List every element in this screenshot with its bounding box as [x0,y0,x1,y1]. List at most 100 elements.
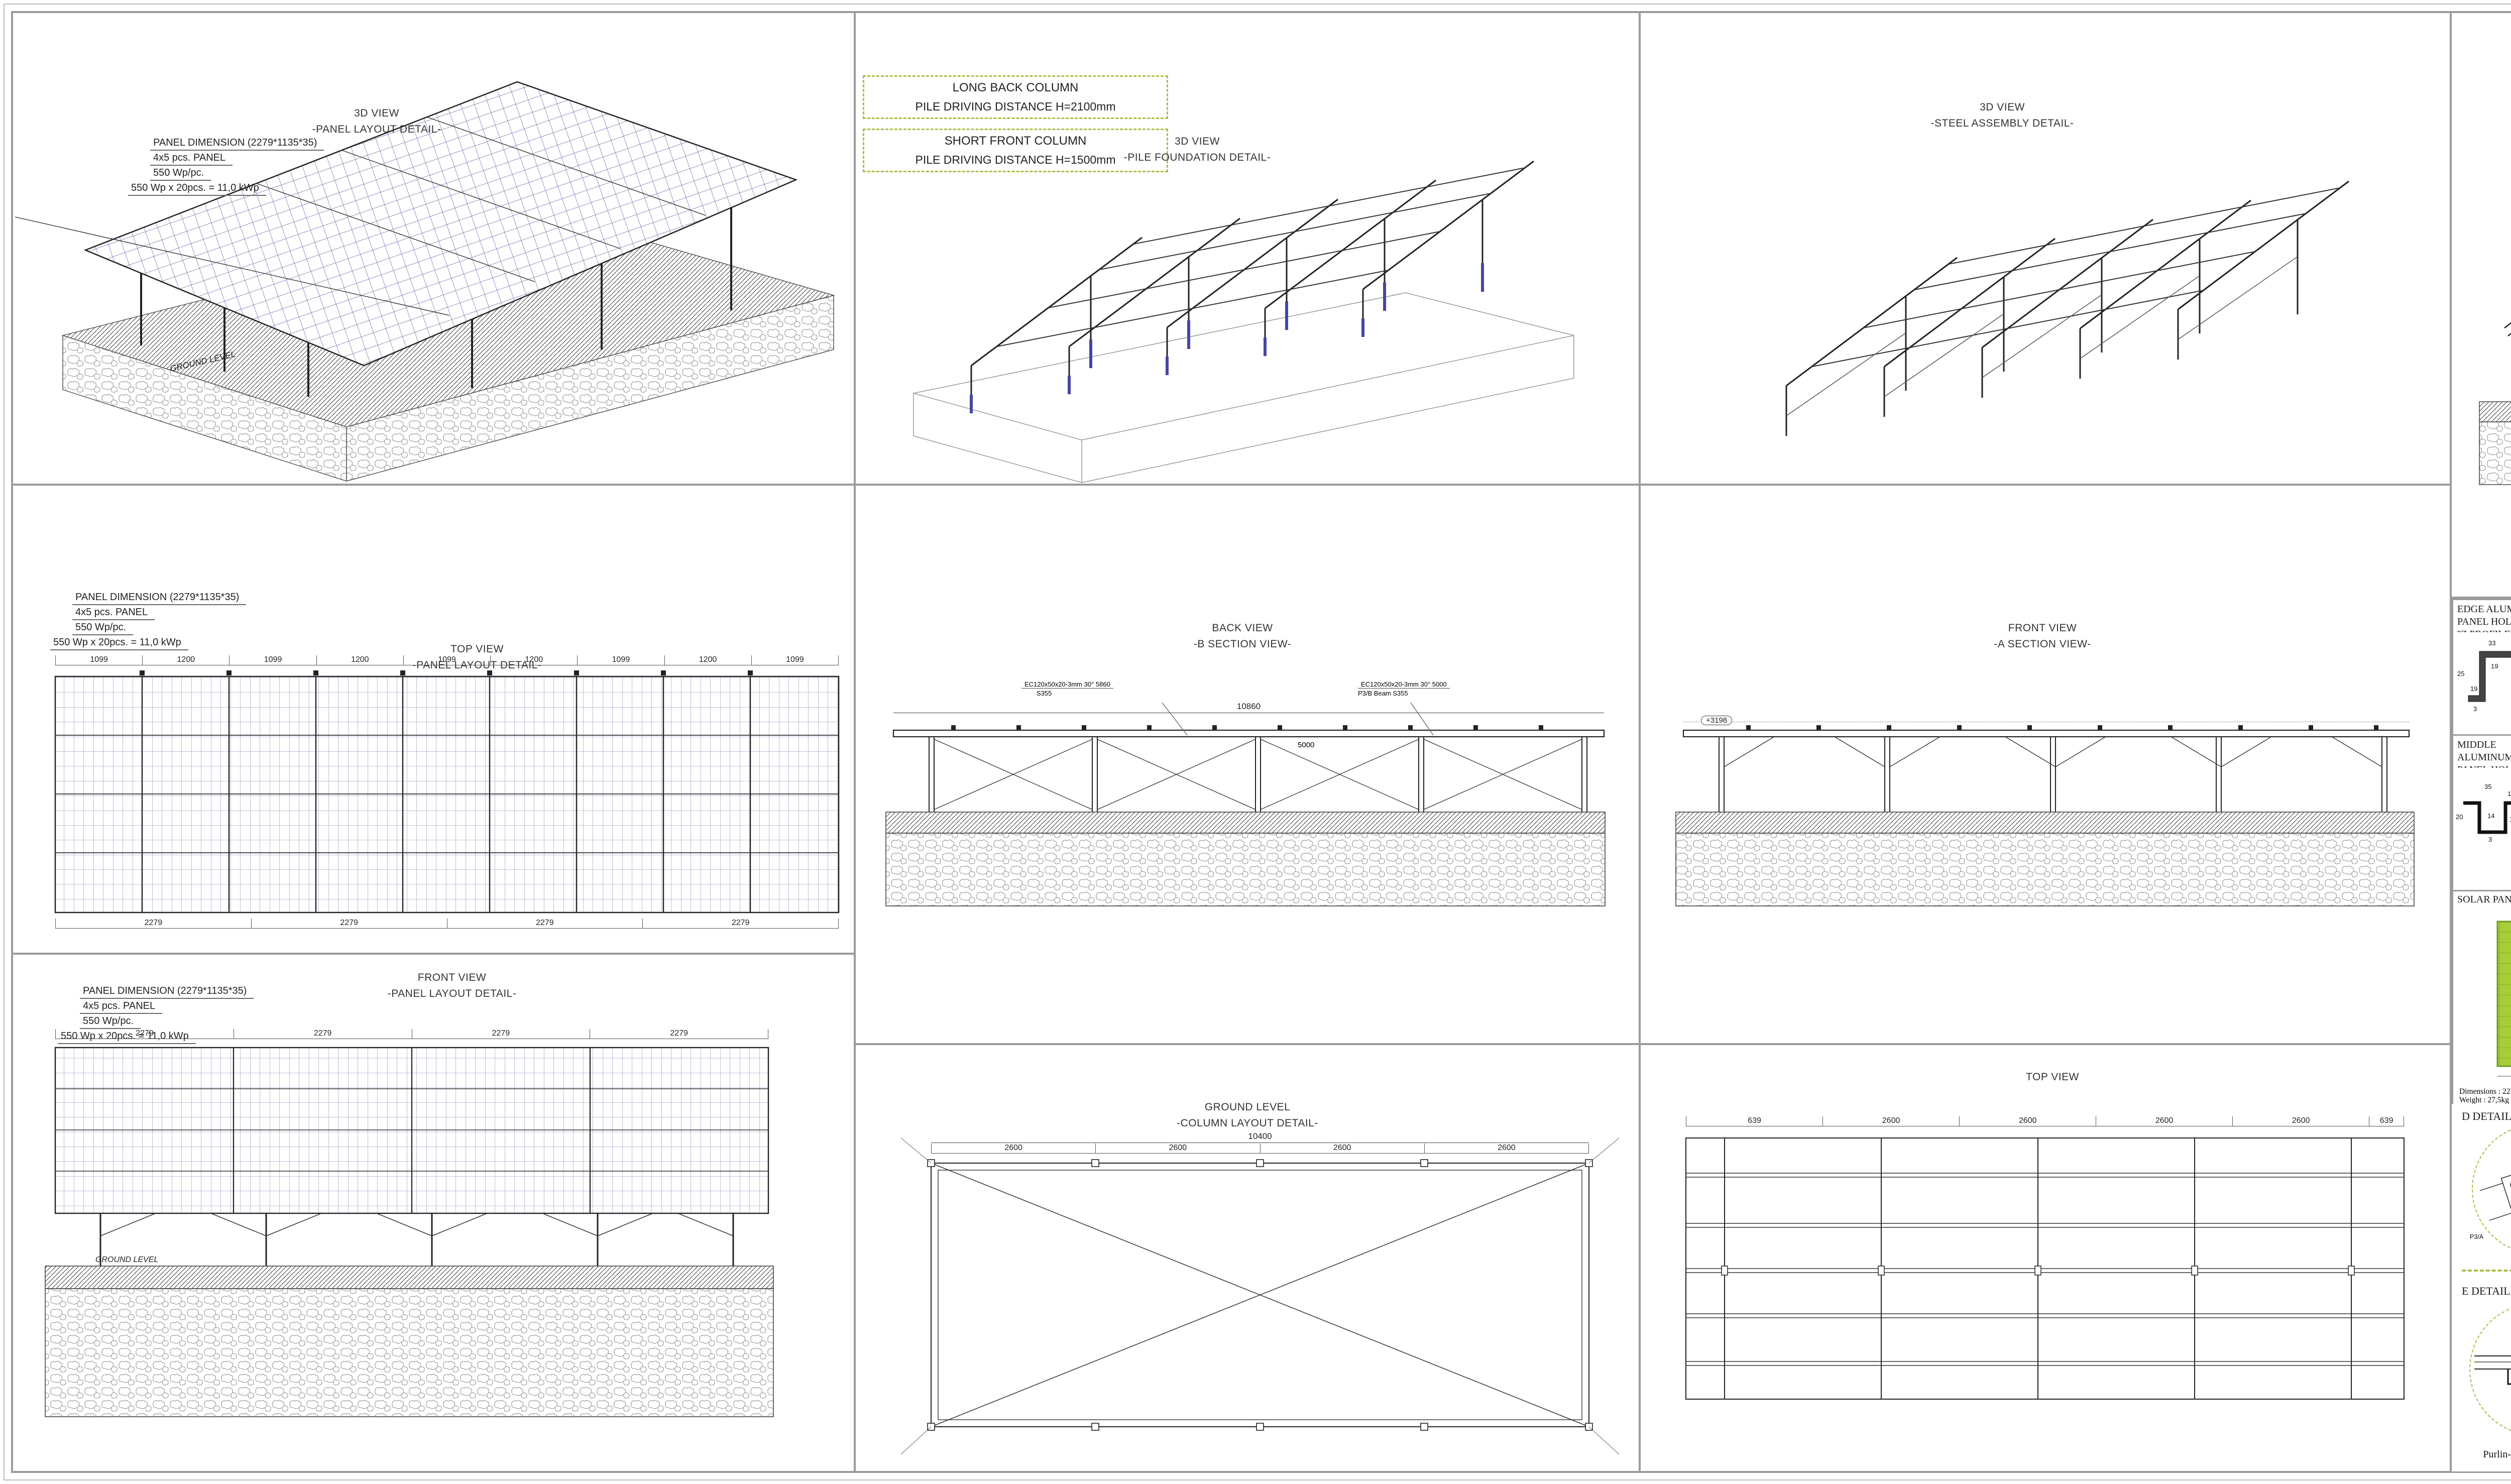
dimension-label: 2600 [2232,1116,2369,1126]
detail-cell-z-profile: 33 25 19 3 19 3 33 70 25 P9 [2452,632,2511,736]
divider [2450,12,2452,1472]
elevation-tag: +3198 [1701,716,1733,725]
viewport-top-panel-layout: TOP VIEW -PANEL LAYOUT DETAIL- PANEL DIM… [15,486,854,953]
viewport-ground-column-layout: GROUND LEVEL -COLUMN LAYOUT DETAIL- 1040… [856,1045,1639,1472]
dimension-label: 2600 [1424,1144,1589,1154]
divider [2450,597,2511,599]
dimension-label: 1200 [316,655,403,665]
dim: 3 [2488,836,2492,843]
detail-separator [2462,1270,2511,1272]
dim: 3 [2473,705,2477,713]
dimension-label: 2600 [1095,1144,1260,1154]
panel-dimensions-note: Dimensions : 2279mm x 1134mm x 35mm [2459,1087,2511,1096]
dim: 19 [2470,685,2478,693]
viewport-front-section: FRONT VIEW -A SECTION VIEW- +3198 [1641,486,2450,1043]
dimension-label: 1099 [55,655,143,665]
side-view-drawing: 30° [2479,322,2511,485]
dimension-label: 2600 [2096,1116,2233,1126]
dimension-label: 2279 [55,1029,234,1039]
bay-dimension: 5000 [1298,741,1315,749]
e-detail-drawing [2474,1355,2511,1385]
viewport-title: FRONT VIEW -A SECTION VIEW- [1994,622,2091,650]
dim: 35 [2484,783,2492,790]
dimension-label: 1099 [403,655,491,665]
dimension-label: 639 [2369,1116,2404,1126]
column-layout-drawing [900,1137,1620,1455]
viewport-title: TOP VIEW [2026,1071,2079,1083]
total-dimension: 10400 [931,1131,1589,1143]
callout-line: PANEL DIMENSION (2279*1135*35) [150,136,324,151]
viewport-title: GROUND LEVEL -COLUMN LAYOUT DETAIL- [1177,1101,1318,1129]
back-view-drawing [885,702,1606,906]
solar-panel-drawing [2496,921,2511,1077]
ground-level-label: GROUND LEVEL [95,1255,158,1264]
detail-header-omega: MIDDLE ALUMINUM PANEL HOLDER ''OMEGA PRO… [2452,734,2511,788]
dimension-label: 1099 [229,655,316,665]
iso-pile-drawing [913,160,1574,483]
callout-line: 550 Wp/pc. [72,620,134,635]
callout-line: 4x5 pcs. PANEL [150,151,233,166]
z-profile-drawing [2468,651,2511,702]
part-label: P3/A [2470,1233,2484,1240]
panel-callout: PANEL DIMENSION (2279*1135*35)4x5 pcs. P… [50,590,247,650]
omega-profile-drawing [2463,801,2511,834]
viewport-3d-steel-assembly: 3D VIEW -STEEL ASSEMBLY DETAIL- [1641,14,2450,484]
dimension-label: 2279 [411,1029,590,1039]
dimension-label: 1099 [577,655,664,665]
detail-caption: Purlin-Panel Connection [2483,1449,2511,1460]
dimension-label: 1200 [490,655,578,665]
dimension-label: 2600 [1959,1116,2096,1126]
callout-line: PANEL DIMENSION (2279*1135*35) [80,984,254,999]
divider [854,12,856,1472]
divider [12,953,856,955]
callout-line: 550 Wp x 20pcs. = 11,0 kWp [50,635,188,650]
divider [854,1043,2452,1045]
sheet-outer-border [4,4,2511,1480]
viewport-3d-panel-layout: GROUND LEVEL 3D VIEW -PANEL LAYOUT DETAI… [15,14,854,484]
beam-label-b: EC120x50x20-3mm 30° 5000 [1358,680,1450,689]
top-steel-drawing [1685,1137,2405,1400]
front-panel-drawing: GROUND LEVEL [45,1047,774,1417]
panel-callout: PANEL DIMENSION (2279*1135*35)4x5 pcs. P… [58,984,254,1044]
dimension-label: 2279 [55,919,251,929]
sheet-inner-border [11,11,2511,1473]
dim: 33 [2488,639,2496,647]
detail-cell-omega: 35 10 14 20 17 3 35 70 25 P8 [2452,768,2511,891]
callout-line: 4x5 pcs. PANEL [72,605,155,620]
dimension-label: 639 [1686,1116,1823,1126]
divider [1639,12,1641,1472]
callout-line: 550 Wp/pc. [80,1014,141,1029]
front-view-drawing [1675,725,2415,906]
viewport-title: 3D VIEW -STEEL ASSEMBLY DETAIL- [1930,101,2074,129]
dim: 10 [2507,790,2511,797]
detail-cell-solar-panel: 2279 1134 Dimensions : 2279mm x 1134mm x… [2452,910,2511,1105]
dim: 14 [2487,812,2495,820]
legend-long-back-column: LONG BACK COLUMN PILE DRIVING DISTANCE H… [863,75,1168,119]
viewport-title: 3D VIEW -PILE FOUNDATION DETAIL- [1123,136,1271,163]
divider [12,484,2452,486]
dim: 19 [2491,662,2498,670]
viewport-title: SIDE VIEW -C SECTION VIEW- [2507,94,2511,126]
dimension-label: 2600 [1822,1116,1960,1126]
callout-line: 4x5 pcs. PANEL [80,999,163,1014]
detail-cell-d: D DETAIL P3/A P7 M10x30 gr 8.8 P3/B [2452,1104,2511,1266]
iso-steel-drawing [1785,180,2349,436]
detail-header-solar-panel: SOLAR PANEL SCALE = 1/1 [2452,890,2511,912]
viewport-back-section: BACK VIEW -B SECTION VIEW- 10860 EC120x5… [856,486,1639,1043]
dimension-label: 1200 [142,655,230,665]
iso-panel-drawing: GROUND LEVEL [15,81,835,482]
dimension-label: 2279 [446,919,643,929]
beam-label-b2: P3/B Beam S355 [1358,690,1408,697]
dimension-label: 2600 [1260,1144,1424,1154]
viewport-title: FRONT VIEW -PANEL LAYOUT DETAIL- [387,972,517,999]
beam-label-a: EC120x50x20-3mm 30° 5860 [1021,680,1113,689]
dimension-label: 2279 [642,919,839,929]
viewport-title: BACK VIEW -B SECTION VIEW- [1193,622,1292,650]
